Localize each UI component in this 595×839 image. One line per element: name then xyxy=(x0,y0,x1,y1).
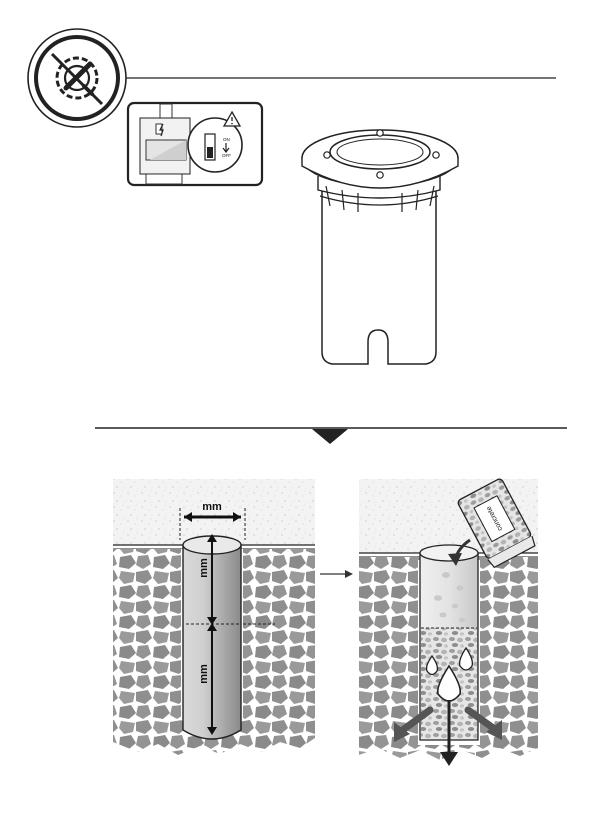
section-down-arrow-icon xyxy=(312,429,348,444)
uplight-luminaire xyxy=(302,130,458,364)
step-dig-hole: mm mm mm xyxy=(113,479,315,755)
no-tools-icon xyxy=(28,29,126,127)
depth-upper-label: mm xyxy=(198,558,210,578)
width-label: mm xyxy=(202,501,222,513)
depth-lower-label: mm xyxy=(198,664,210,684)
switch-on-label: ON xyxy=(223,137,230,142)
arrow-right-icon xyxy=(320,570,353,578)
step-fill-gravel: concrete xyxy=(359,478,538,766)
breaker-panel: ON OFF xyxy=(128,103,262,185)
switch-off-label: OFF xyxy=(222,153,231,158)
